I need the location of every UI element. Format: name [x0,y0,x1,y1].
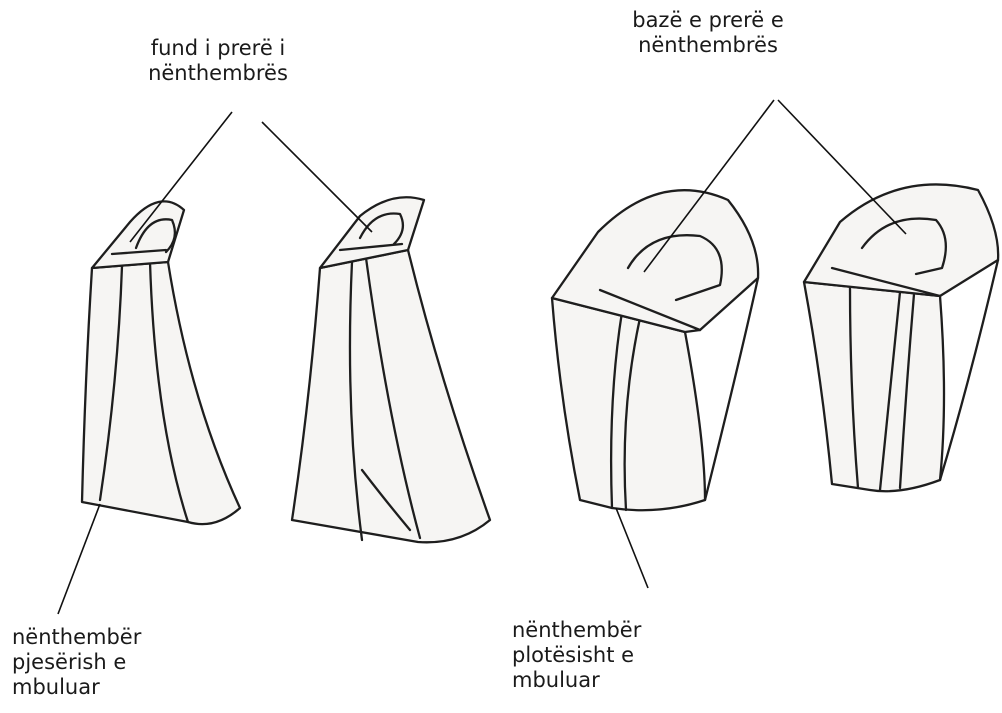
tooth-partially-covered-1 [82,201,240,524]
label-partially-covered: nënthembër pjesërish e mbuluar [12,625,141,700]
label-cut-bottom-line2: nënthembrës [118,61,318,86]
label-partially-covered-line2: pjesërish e [12,650,141,675]
leader-bottom-left [58,504,100,614]
tooth-fully-covered-1 [552,190,758,510]
label-cut-bottom-line1: fund i prerë i [118,36,318,61]
label-fully-covered-line1: nënthembër [512,618,641,643]
leader-bottom-right [616,508,648,588]
label-fully-covered-line3: mbuluar [512,668,641,693]
label-cut-bottom: fund i prerë i nënthembrës [118,36,318,86]
label-fully-covered-line2: plotësisht e [512,643,641,668]
tooth-partially-covered-2 [292,197,490,542]
leader-top-right-b [778,100,906,234]
label-partially-covered-line1: nënthembër [12,625,141,650]
label-cut-base-line1: bazë e prerë e [608,8,808,33]
leader-top-left-b [262,122,372,232]
label-cut-base-line2: nënthembrës [608,33,808,58]
tooth-fully-covered-2 [804,184,998,491]
label-fully-covered: nënthembër plotësisht e mbuluar [512,618,641,693]
label-partially-covered-line3: mbuluar [12,675,141,700]
label-cut-base: bazë e prerë e nënthembrës [608,8,808,58]
